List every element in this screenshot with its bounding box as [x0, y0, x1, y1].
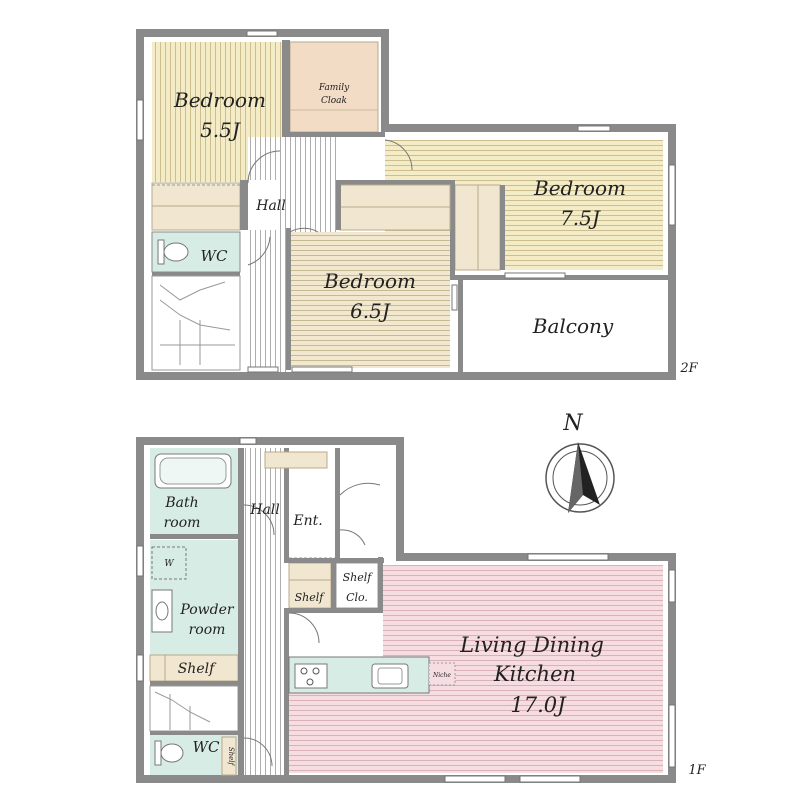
- lower-toilet-icon: [154, 740, 184, 766]
- ldk-label-1: Living Dining: [459, 633, 604, 657]
- lower-hall-label: Hall: [249, 502, 280, 518]
- entrance-label: Ent.: [292, 513, 322, 529]
- bedroom-b-name: Bedroom: [533, 176, 626, 200]
- powder-room-label-2: room: [189, 622, 226, 638]
- bathtub-icon: [154, 453, 232, 489]
- lower-floor: Bath room Hall Ent. W Powder room Shelf …: [136, 437, 707, 783]
- washer-space: [151, 546, 187, 580]
- powder-shelf-label: Shelf: [178, 661, 217, 677]
- lower-stairs: [149, 685, 239, 732]
- wc-shelf-label: Shelf: [227, 747, 235, 767]
- bedroom-a-size: 5.5J: [200, 118, 241, 142]
- family-cloak-label-1: Family: [318, 83, 350, 93]
- wc-shelf: [221, 736, 237, 776]
- niche-label: Niche: [432, 672, 451, 679]
- lower-wc-label: WC: [193, 738, 220, 756]
- bath-label-2: room: [164, 515, 201, 531]
- compass-north-label: N: [562, 411, 583, 436]
- kitchen-counter: [288, 656, 456, 694]
- lower-hall-floor: [244, 448, 284, 775]
- entrance-shelf-label: Shelf: [295, 591, 326, 604]
- lower-floor-label: 1F: [688, 763, 706, 778]
- bedroom-c-size: 6.5J: [350, 299, 391, 323]
- bedroom-a-name: Bedroom: [173, 88, 266, 112]
- balcony-floor: [463, 284, 663, 372]
- upper-floor-label: 2F: [679, 361, 698, 376]
- washer-label: W: [164, 559, 174, 569]
- family-cloak-label-2: Cloak: [321, 96, 347, 106]
- entrance-floor: [289, 470, 335, 558]
- ldk-size-label: 17.0J: [510, 693, 567, 717]
- entrance-shelf-top: [264, 451, 328, 469]
- bedroom-c-floor: [290, 232, 450, 368]
- bedroom-b-size: 7.5J: [560, 206, 601, 230]
- bedroom-c-name: Bedroom: [323, 269, 416, 293]
- upper-hall-label: Hall: [255, 198, 286, 214]
- upper-floor: Bedroom 5.5J Family Cloak Bedroom 7.5J H…: [136, 29, 699, 380]
- entrance-porch: [340, 448, 396, 548]
- ldk-floor-lower: [289, 690, 389, 773]
- upper-stairs: [151, 275, 241, 371]
- north-compass: N: [545, 411, 615, 513]
- washbasin-icon: [151, 589, 173, 633]
- powder-room-label-1: Powder: [179, 602, 235, 618]
- bath-label-1: Bath: [164, 495, 198, 511]
- closet-label: Clo.: [346, 591, 368, 604]
- ldk-label-2: Kitchen: [493, 662, 576, 686]
- closet-shelf-label: Shelf: [343, 571, 374, 584]
- family-cloak-floor: [289, 41, 379, 133]
- balcony-label: Balcony: [532, 314, 614, 338]
- upper-toilet-icon: [157, 239, 189, 265]
- upper-wc-label: WC: [201, 247, 228, 265]
- upper-stair-floor: [248, 232, 290, 372]
